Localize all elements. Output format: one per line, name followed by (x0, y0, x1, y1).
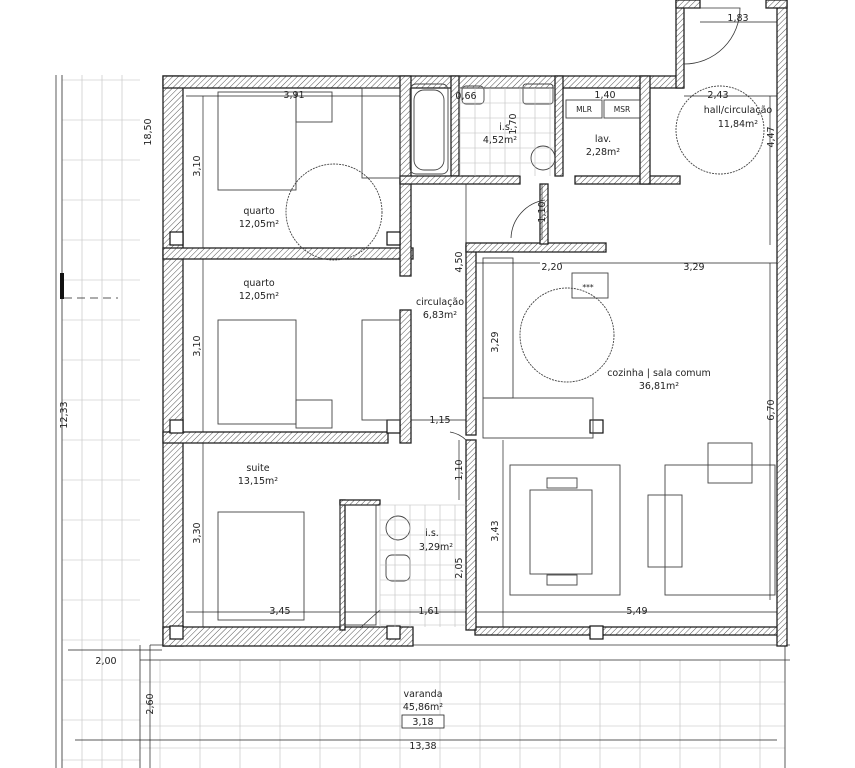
room-area-suite: 13,15m² (238, 476, 278, 487)
room-area-varanda: 45,86m² (403, 702, 443, 713)
room-area-hall: 11,84m² (718, 119, 758, 130)
dim-1338: 13,38 (409, 741, 436, 752)
dim-1233: 12,33 (59, 401, 70, 428)
terrace-grid (55, 75, 790, 768)
dim-310a: 3,10 (192, 155, 203, 176)
dim-110b: 1,10 (454, 459, 465, 480)
room-name-lav: lav. (595, 134, 611, 145)
room-labels: quarto 12,05m² quarto 12,05m² suite 13,1… (238, 105, 773, 713)
room-name-hall: hall/circulação (704, 105, 773, 116)
dim-345: 3,45 (269, 606, 290, 617)
room-area-cozinha: 36,81m² (639, 381, 679, 392)
dim-549: 5,49 (626, 606, 647, 617)
dim-310b: 3,10 (192, 335, 203, 356)
room-area-quarto1: 12,05m² (239, 219, 279, 230)
furniture (217, 83, 776, 626)
room-area-quarto2: 12,05m² (239, 291, 279, 302)
dim-330: 3,30 (192, 522, 203, 543)
dim-183: 1,83 (727, 13, 748, 24)
dim-170: 1,70 (508, 113, 519, 134)
dim-329: 3,29 (683, 262, 704, 273)
room-name-quarto2: quarto (243, 278, 275, 289)
dim-110a: 1,10 (537, 201, 548, 222)
dim-200: 2,00 (95, 656, 116, 667)
room-name-is1: i.s. (499, 122, 513, 133)
room-name-is2: i.s. (425, 528, 439, 539)
room-name-circulacao: circulação (416, 297, 464, 308)
room-name-quarto1: quarto (243, 206, 275, 217)
dim-450: 4,50 (454, 251, 465, 272)
dim-220: 2,20 (541, 262, 562, 273)
room-area-is2: 3,29m² (419, 542, 453, 553)
dim-243: 2,43 (707, 90, 728, 101)
appliance-hob: *** (582, 283, 594, 292)
dim-115: 1,15 (429, 415, 450, 426)
room-name-cozinha: cozinha | sala comum (607, 368, 711, 379)
dim-066: 0,66 (455, 91, 476, 102)
dim-447: 4,47 (766, 126, 777, 147)
room-area-lav: 2,28m² (586, 147, 620, 158)
dim-343: 3,43 (490, 520, 501, 541)
walls (162, 0, 788, 647)
dim-161: 1,61 (418, 606, 439, 617)
dimension-labels: 3,91 0,66 1,40 1,83 2,43 4,47 18,50 3,10… (59, 13, 777, 752)
dimension-lines (68, 21, 777, 768)
dim-205: 2,05 (454, 557, 465, 578)
room-name-varanda: varanda (403, 689, 442, 700)
dim-318: 3,18 (412, 717, 433, 728)
dim-670: 6,70 (766, 399, 777, 420)
dim-329b: 3,29 (490, 331, 501, 352)
bathroom-tiles (379, 87, 555, 627)
north-marker (60, 273, 64, 299)
dim-391: 3,91 (283, 90, 304, 101)
dim-1850: 18,50 (143, 118, 154, 145)
appliance-msr: MSR (614, 105, 630, 114)
appliance-mlr: MLR (576, 105, 592, 114)
dim-260: 2,60 (145, 693, 156, 714)
room-area-is1: 4,52m² (483, 135, 517, 146)
dim-140: 1,40 (594, 90, 615, 101)
room-area-circulacao: 6,83m² (423, 310, 457, 321)
structural-columns (169, 231, 604, 640)
room-name-suite: suite (246, 463, 269, 474)
